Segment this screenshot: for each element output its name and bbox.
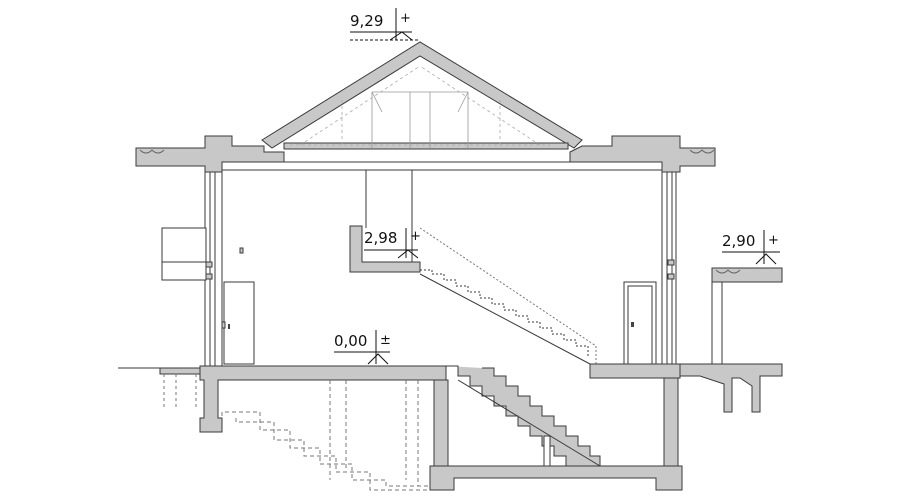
level-mark-gallery: 2,98 + (364, 228, 421, 259)
left-door (223, 281, 255, 365)
level-sign-terrace: + (768, 233, 779, 248)
basement (221, 365, 683, 491)
level-value-terrace: 2,90 (722, 232, 755, 250)
ceiling-slab (221, 161, 663, 171)
level-sign-ridge: + (400, 11, 411, 26)
roof (135, 41, 716, 173)
roof-slab (261, 41, 583, 149)
gallery (349, 170, 597, 365)
gallery-slab (349, 225, 421, 273)
terrace (679, 267, 783, 413)
level-value-ground: 0,00 (334, 332, 367, 350)
level-value-gallery: 2,98 (364, 229, 397, 247)
left-eave (135, 135, 285, 173)
level-value-ridge: 9,29 (350, 12, 383, 30)
level-mark-ground: 0,00 ± (334, 330, 391, 365)
attic-beam (283, 142, 569, 150)
level-sign-ground: ± (380, 333, 391, 348)
ground-slab (118, 363, 681, 433)
level-mark-ridge: 9,29 + (350, 8, 420, 41)
upper-stair (419, 269, 591, 365)
walls (161, 171, 677, 369)
level-mark-terrace: 2,90 + (722, 230, 780, 265)
level-sign-gallery: + (410, 229, 421, 244)
left-window (161, 227, 207, 281)
basement-stair (446, 365, 601, 469)
